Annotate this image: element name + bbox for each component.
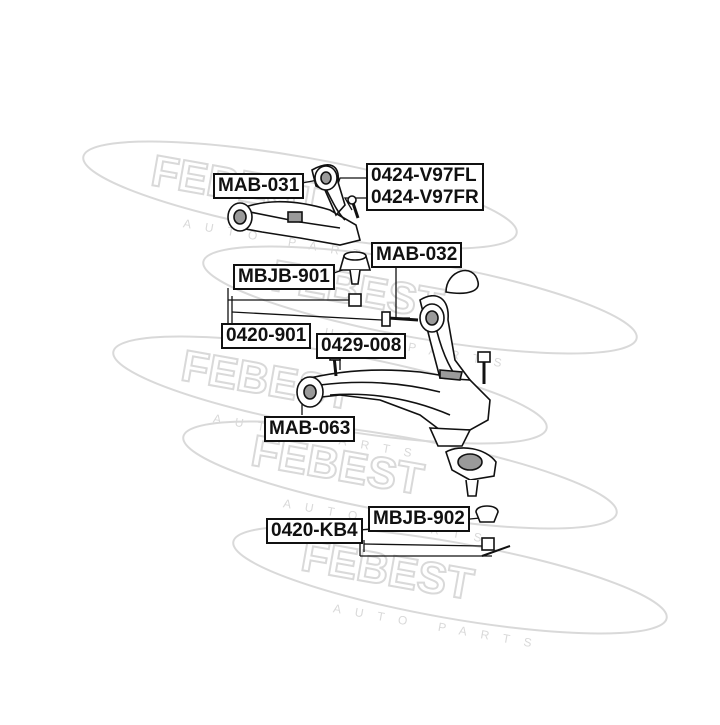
upper-control-arm	[227, 164, 361, 246]
lower-control-arm	[296, 295, 491, 447]
label-0420-901: 0420-901	[221, 323, 312, 349]
label-mbjb-901: MBJB-901	[233, 264, 335, 290]
lower-ball-joint	[445, 447, 511, 557]
label-mab-032: MAB-032	[371, 242, 463, 268]
label-mab-031: MAB-031	[213, 173, 305, 199]
label-mab-063: MAB-063	[264, 416, 356, 442]
dust-cap	[445, 269, 479, 295]
watermark-tagline-5: AUTO PARTS	[332, 601, 547, 652]
upper-ball-joint	[338, 251, 372, 307]
label-0420-kb4: 0420-KB4	[266, 518, 363, 544]
bolts	[329, 311, 491, 384]
label-upper-arm-part-numbers: 0424-V97FL 0424-V97FR	[366, 163, 484, 211]
label-mbjb-902: MBJB-902	[368, 506, 470, 532]
label-0424-v97fl: 0424-V97FL	[371, 165, 477, 186]
label-0429-008: 0429-008	[316, 333, 407, 359]
label-0424-v97fr: 0424-V97FR	[371, 187, 479, 208]
